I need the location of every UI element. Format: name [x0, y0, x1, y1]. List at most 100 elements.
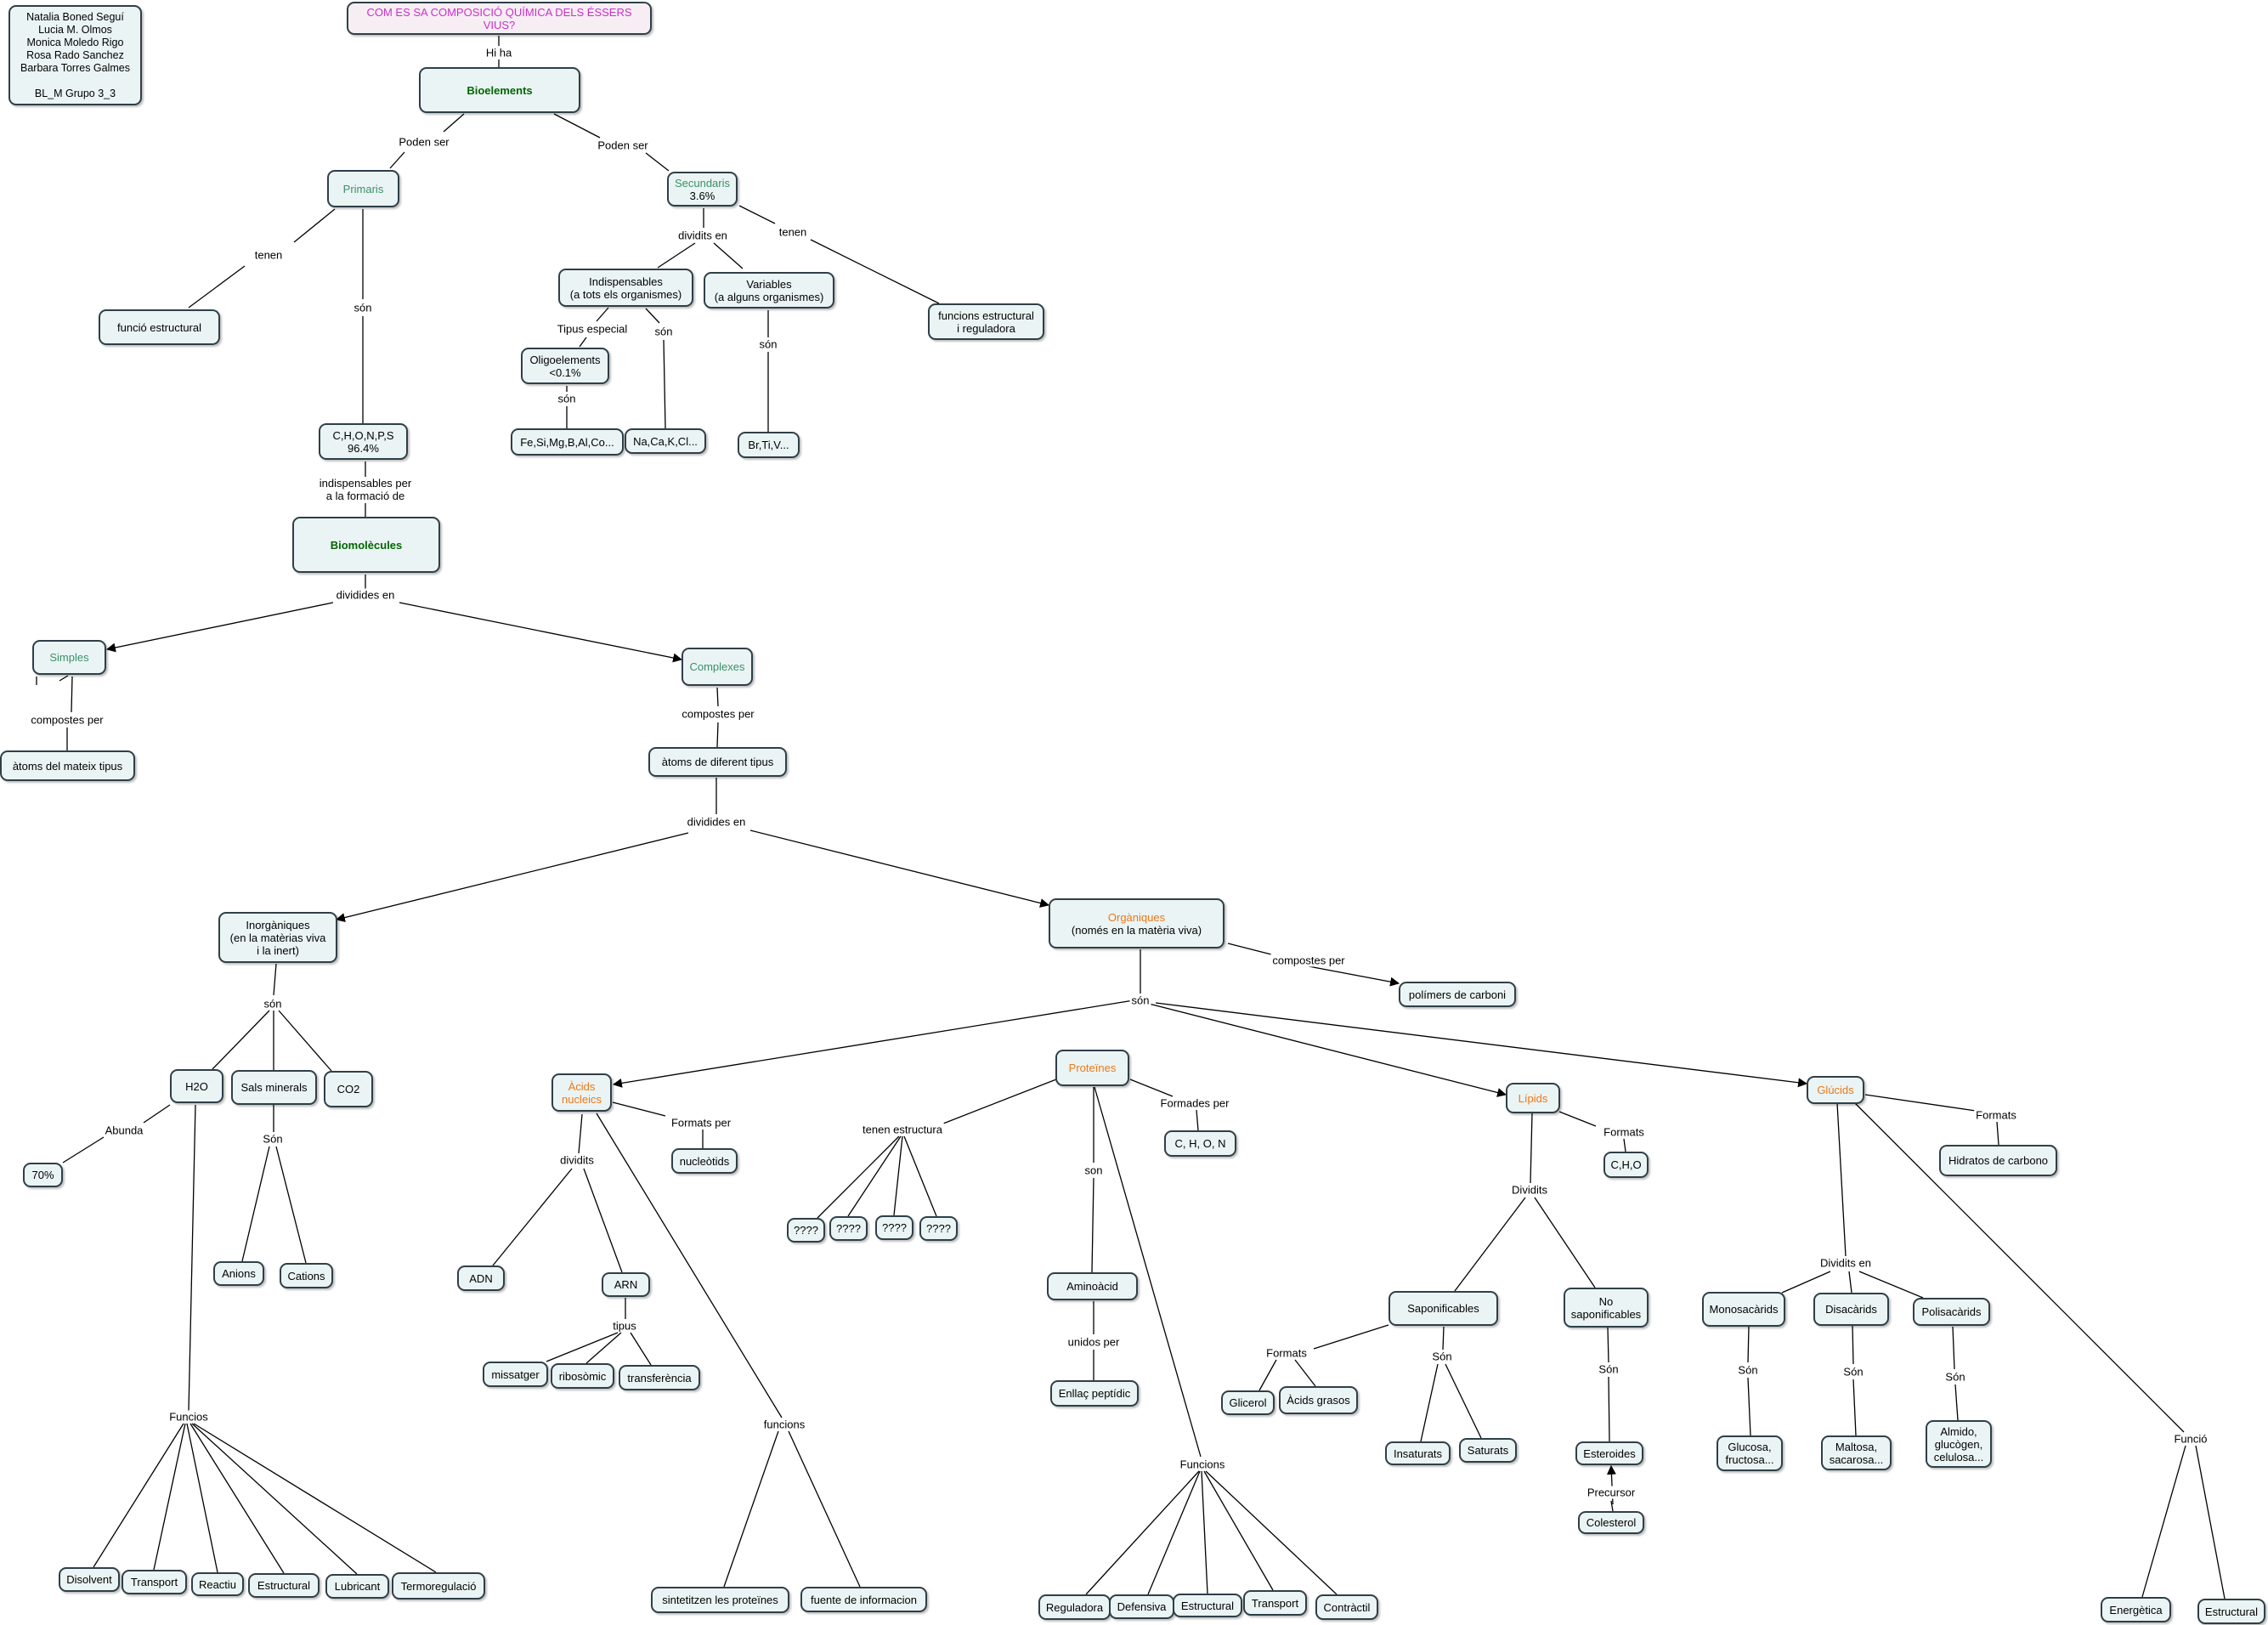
link-label-units-per: unidos per [1066, 1335, 1122, 1349]
link-label-funcio: Funció [2172, 1432, 2209, 1446]
node-simples[interactable]: Simples [32, 640, 106, 675]
node-atoms-diferent[interactable]: àtoms de diferent tipus [648, 747, 787, 777]
connector-line-94 [1864, 1094, 1977, 1112]
node-funcio-estructural[interactable]: funció estructural [99, 309, 220, 345]
node-sintetitzen[interactable]: sintetitzen les proteïnes [651, 1587, 789, 1613]
link-label-abunda: Abunda [103, 1124, 145, 1137]
connector-line-4 [553, 113, 601, 139]
node-transport-proteines[interactable]: Transport [1243, 1590, 1307, 1616]
link-label-son-disacarids: Són [1841, 1365, 1865, 1379]
node-estructural-proteines[interactable]: Estructural [1173, 1594, 1242, 1617]
node-secundaris[interactable]: Secundaris 3.6% [667, 172, 738, 207]
connector-line-6 [293, 208, 336, 243]
node-funcions-estructural-reguladora[interactable]: funcions estructural i reguladora [928, 303, 1044, 340]
node-h2o[interactable]: H2O [170, 1069, 223, 1103]
node-colesterol[interactable]: Colesterol [1578, 1511, 1644, 1534]
node-no-saponificables[interactable]: No saponificables [1564, 1288, 1649, 1328]
connector-line-82 [1530, 1113, 1533, 1184]
node-reactiu[interactable]: Reactiu [191, 1572, 244, 1596]
node-co2[interactable]: CO2 [324, 1071, 373, 1107]
node-cho-lipids[interactable]: C,H,O [1603, 1152, 1649, 1178]
link-label-tipus: tipus [611, 1319, 638, 1333]
node-unknown-4[interactable]: ???? [919, 1216, 958, 1241]
node-maltosa[interactable]: Maltosa, sacarosa... [1821, 1435, 1892, 1470]
connector-line-62 [788, 1430, 861, 1588]
node-sals-minerals[interactable]: Sals minerals [231, 1070, 317, 1105]
node-bioelements[interactable]: Bioelements [419, 67, 580, 113]
node-fe-si[interactable]: Fe,Si,Mg,B,Al,Co... [511, 428, 624, 456]
node-saponificables[interactable]: Saponificables [1389, 1291, 1498, 1326]
node-reguladora[interactable]: Reguladora [1038, 1594, 1111, 1620]
connector-line-77 [1201, 1470, 1208, 1594]
node-glicerol[interactable]: Glicerol [1221, 1390, 1275, 1415]
node-indispensables[interactable]: Indispensables (a tots els organismes) [558, 269, 693, 307]
node-glucids[interactable]: Glúcids [1807, 1076, 1864, 1104]
link-label-precursor: Precursor [1585, 1486, 1637, 1499]
node-biomolecules[interactable]: Biomolècules [292, 517, 440, 573]
node-chonps[interactable]: C,H,O,N,P,S 96.4% [319, 423, 408, 460]
node-transport-water[interactable]: Transport [122, 1570, 187, 1594]
link-label-funcions-acids: funcions [761, 1418, 807, 1431]
node-unknown-1[interactable]: ???? [787, 1218, 825, 1243]
connector-arrow-0 [105, 602, 334, 653]
node-polimers[interactable]: polímers de carboni [1399, 982, 1516, 1007]
node-ribosomic[interactable]: ribosòmic [551, 1363, 614, 1389]
node-nucleotids[interactable]: nucleòtids [671, 1148, 738, 1174]
node-inorganiques[interactable]: Inorgàniques (en la matèrias viva i la i… [218, 912, 337, 963]
node-saturats[interactable]: Saturats [1459, 1438, 1517, 1463]
connector-arrow-5 [612, 999, 1134, 1088]
link-label-son-sals: Són [261, 1132, 285, 1146]
node-fuente[interactable]: fuente de informacion [800, 1587, 927, 1612]
connector-line-16 [579, 337, 587, 348]
connector-line-81 [1623, 1138, 1626, 1152]
node-oligoelements[interactable]: Oligoelements <0.1% [521, 348, 609, 384]
node-70[interactable]: 70% [23, 1163, 63, 1187]
connector-line-76 [1147, 1470, 1201, 1595]
node-termoregulacio[interactable]: Termoregulació [392, 1572, 485, 1600]
secundaris-percent: 3.6% [689, 189, 715, 202]
node-acids-grasos[interactable]: Àcids grasos [1279, 1386, 1358, 1414]
node-atoms-mateix[interactable]: àtoms del mateix tipus [0, 750, 135, 781]
node-lipids[interactable]: Lípids [1506, 1083, 1560, 1113]
node-contractil[interactable]: Contràctil [1315, 1594, 1378, 1620]
connector-line-102 [1852, 1325, 1854, 1365]
link-label-formats-lipids: Formats [1602, 1125, 1646, 1139]
node-esteroides[interactable]: Esteroides [1575, 1441, 1643, 1465]
node-enllac-peptidic[interactable]: Enllaç peptídic [1050, 1380, 1139, 1407]
node-insaturats[interactable]: Insaturats [1385, 1441, 1451, 1465]
node-br-ti[interactable]: Br,Ti,V... [738, 432, 800, 458]
node-na-ca[interactable]: Na,Ca,K,Cl... [625, 428, 706, 454]
link-label-dividits-acids: dividits [558, 1153, 596, 1167]
connector-line-101 [1747, 1377, 1751, 1436]
node-estructural-water[interactable]: Estructural [248, 1573, 320, 1598]
node-hidrats-de-carbono[interactable]: Hidratos de carbono [1939, 1145, 2057, 1176]
node-acids-nucleics[interactable]: Àcids nucleics [551, 1073, 612, 1112]
node-transferencia[interactable]: transferència [619, 1365, 700, 1390]
node-estructural-glucids[interactable]: Estructural [2197, 1599, 2265, 1624]
node-unknown-2[interactable]: ???? [829, 1216, 868, 1241]
node-variables[interactable]: Variables (a alguns organismes) [704, 272, 834, 309]
node-unknown-3[interactable]: ???? [875, 1215, 913, 1240]
node-almido[interactable]: Almido, glucògen, celulosa... [1926, 1420, 1992, 1468]
node-arn[interactable]: ARN [602, 1272, 650, 1297]
node-aminoacid[interactable]: Aminoàcid [1047, 1272, 1138, 1300]
node-disacarids[interactable]: Disacàrids [1813, 1293, 1889, 1326]
node-polisacarids[interactable]: Polisacàrids [1913, 1298, 1990, 1326]
node-defensiva[interactable]: Defensiva [1109, 1594, 1174, 1619]
node-energetica[interactable]: Energètica [2101, 1597, 2171, 1622]
node-primaris[interactable]: Primaris [327, 170, 399, 207]
node-organiques[interactable]: Orgàniques (només en la matèria viva) [1049, 898, 1224, 948]
node-missatger[interactable]: missatger [483, 1362, 548, 1387]
node-glucosa[interactable]: Glucosa, fructosa... [1717, 1435, 1783, 1471]
node-adn[interactable]: ADN [457, 1265, 505, 1291]
node-lubricant[interactable]: Lubricant [325, 1574, 389, 1599]
node-disolvent[interactable]: Disolvent [59, 1567, 120, 1592]
node-complexes[interactable]: Complexes [682, 648, 753, 686]
node-monosacarids[interactable]: Monosacàrids [1702, 1292, 1785, 1327]
node-anions[interactable]: Anions [213, 1261, 264, 1286]
node-cations[interactable]: Cations [280, 1263, 333, 1288]
node-proteines[interactable]: Proteïnes [1055, 1050, 1129, 1086]
node-chon[interactable]: C, H, O, N [1164, 1130, 1236, 1157]
connector-line-99 [1858, 1271, 1924, 1299]
connector-line-7 [188, 265, 246, 309]
